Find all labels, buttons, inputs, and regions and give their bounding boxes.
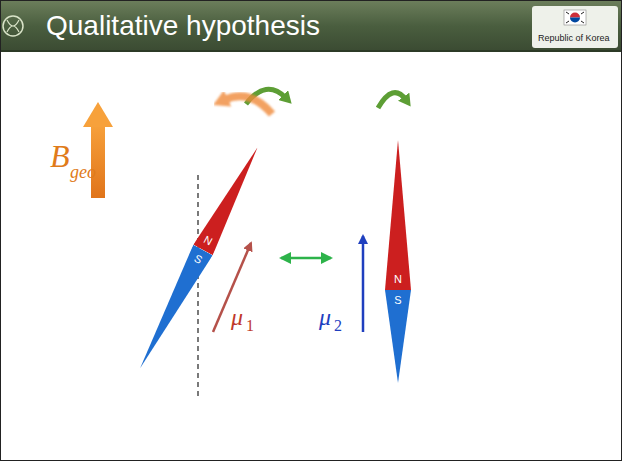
field-symbol: B: [50, 140, 70, 172]
compass-needle: NS: [385, 140, 411, 383]
title-bar: [0, 0, 622, 52]
south-pole: S: [385, 290, 411, 383]
flag-icon: [564, 10, 586, 25]
title-rule: [0, 50, 622, 52]
pole-letter: N: [394, 274, 402, 285]
vertical-reference: [197, 175, 198, 396]
rotation-arrow: [378, 93, 406, 108]
pole-shape: [385, 140, 411, 290]
south-pole: S: [130, 245, 212, 374]
moment-subscript: 2: [334, 318, 342, 334]
pole-shape: [130, 245, 212, 374]
pole-letter: S: [394, 295, 401, 306]
flag-patch: [532, 6, 618, 48]
mu1-arrow: [213, 243, 251, 332]
slide-title: Qualitative hypothesis: [46, 12, 320, 40]
north-pole: N: [385, 140, 411, 290]
field-subscript: geo: [70, 163, 96, 181]
bgeo-arrow: [83, 102, 113, 198]
compass-needle: NS: [130, 142, 267, 373]
country-caption: Republic of Korea: [538, 34, 610, 43]
moment-symbol: μ: [319, 305, 331, 329]
moment-symbol: μ: [231, 305, 243, 329]
moment-subscript: 1: [246, 318, 254, 334]
north-pole: N: [193, 142, 267, 255]
mu2-arrow: [362, 236, 365, 332]
torque-arrow: [224, 96, 272, 114]
emblem-icon: [3, 16, 23, 36]
comparison-arrow: [281, 257, 331, 260]
